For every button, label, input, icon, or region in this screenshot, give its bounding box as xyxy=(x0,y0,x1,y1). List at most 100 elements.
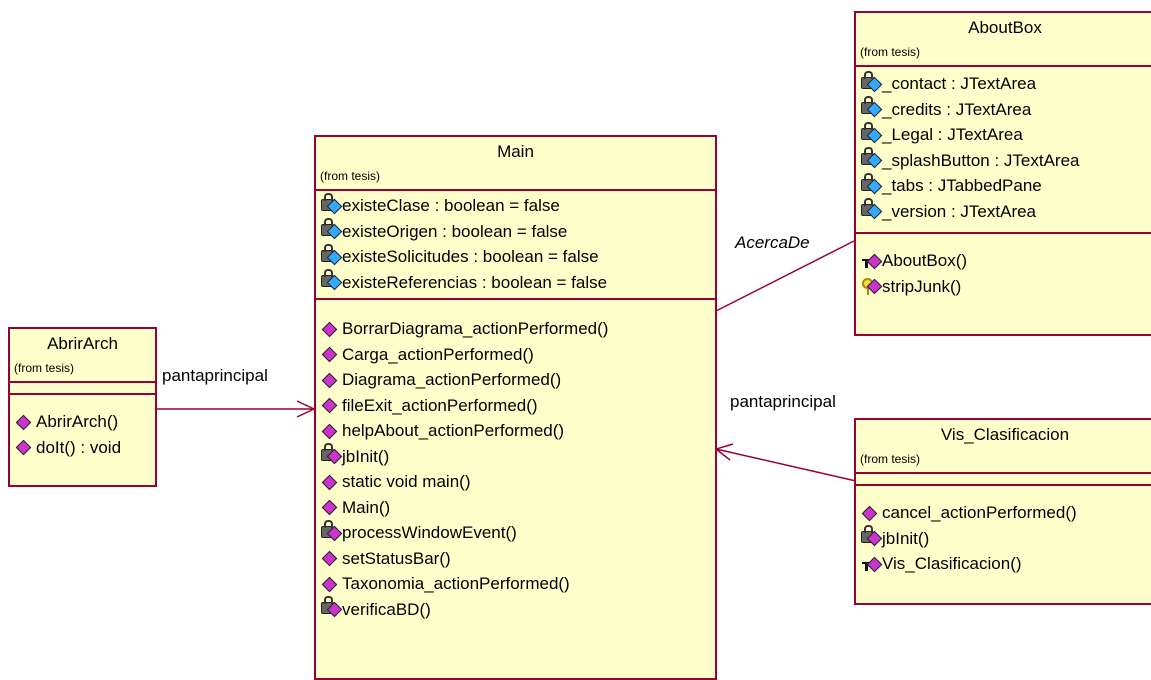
operation-text: fileExit_actionPerformed() xyxy=(342,395,538,415)
attribute-text: _splashButton : JTextArea xyxy=(882,150,1080,170)
attribute: _credits : JTextArea xyxy=(860,96,1151,123)
attribute: existeSolicitudes : boolean = false xyxy=(320,243,715,270)
attribute: _contact : JTextArea xyxy=(860,70,1151,97)
empty-attribute-compartment xyxy=(10,383,155,393)
class-name: Main xyxy=(497,142,534,161)
class-abrirarch[interactable]: AbrirArch (from tesis) AbrirArch() doIt(… xyxy=(8,327,157,487)
operation-text: jbInit() xyxy=(342,446,390,466)
operation: stripJunk() xyxy=(860,274,1151,300)
operation-compartment: BorrarDiagrama_actionPerformed() Carga_a… xyxy=(316,300,715,622)
public-operation-icon xyxy=(320,344,342,364)
attribute: _tabs : JTabbedPane xyxy=(860,172,1151,199)
operation: Taxonomia_actionPerformed() xyxy=(320,571,715,597)
operation: cancel_actionPerformed() xyxy=(860,500,1151,526)
operation: Vis_Clasificacion() xyxy=(860,551,1151,577)
attribute-text: _tabs : JTabbedPane xyxy=(882,176,1042,196)
operation-text: Taxonomia_actionPerformed() xyxy=(342,574,570,594)
operation: Main() xyxy=(320,495,715,521)
private-attribute-icon xyxy=(860,70,883,94)
operation-text: Carga_actionPerformed() xyxy=(342,344,534,364)
class-name: Vis_Clasificacion xyxy=(940,425,1070,444)
operation-text: doIt() : void xyxy=(36,437,122,457)
operation: jbInit() xyxy=(320,443,715,470)
operation: jbInit() xyxy=(860,525,1151,552)
operation-text: AbrirArch() xyxy=(36,412,119,432)
protected-operation-icon xyxy=(860,276,883,296)
operation: Carga_actionPerformed() xyxy=(320,342,715,368)
public-operation-icon xyxy=(860,503,882,523)
operation-text: stripJunk() xyxy=(882,276,962,296)
attribute-text: existeReferencias : boolean = false xyxy=(342,272,608,292)
attribute: _Legal : JTextArea xyxy=(860,121,1151,148)
public-operation-icon xyxy=(320,548,342,568)
operation-text: Diagrama_actionPerformed() xyxy=(342,370,562,390)
private-attribute-icon xyxy=(860,121,883,145)
class-name: AbrirArch xyxy=(47,334,118,353)
operation: AbrirArch() xyxy=(14,409,155,435)
operation: fileExit_actionPerformed() xyxy=(320,393,715,419)
class-main[interactable]: Main (from tesis) existeClase : boolean … xyxy=(314,135,717,680)
constructor-operation-icon xyxy=(860,251,883,271)
class-name: AboutBox xyxy=(968,18,1042,37)
class-divider xyxy=(316,298,715,300)
private-attribute-icon xyxy=(860,96,883,119)
association-main-aboutbox xyxy=(715,239,857,312)
private-attribute-icon xyxy=(320,243,343,267)
association-label-pantaprincipal-vis: pantaprincipal xyxy=(730,392,836,411)
public-operation-icon xyxy=(320,574,342,594)
operation-text: jbInit() xyxy=(882,528,930,548)
operation-text: AboutBox() xyxy=(882,251,968,271)
attribute-text: _version : JTextArea xyxy=(882,201,1037,221)
class-vis-clasificacion[interactable]: Vis_Clasificacion (from tesis) cancel_ac… xyxy=(854,418,1151,605)
class-package: (from tesis) xyxy=(860,45,920,59)
class-divider xyxy=(316,189,715,191)
constructor-operation-icon xyxy=(860,554,883,574)
attribute-text: existeClase : boolean = false xyxy=(342,196,560,216)
class-divider xyxy=(856,65,1151,67)
attribute: _splashButton : JTextArea xyxy=(860,147,1151,174)
public-operation-icon xyxy=(14,412,36,432)
attribute: existeReferencias : boolean = false xyxy=(320,269,715,296)
operation: BorrarDiagrama_actionPerformed() xyxy=(320,316,715,342)
class-package: (from tesis) xyxy=(860,452,920,466)
class-aboutbox[interactable]: AboutBox (from tesis) _contact : JTextAr… xyxy=(854,11,1151,336)
private-operation-icon xyxy=(320,519,343,543)
attribute-text: _credits : JTextArea xyxy=(882,99,1032,119)
private-attribute-icon xyxy=(320,218,343,241)
operation-compartment: AboutBox() stripJunk() xyxy=(856,234,1151,299)
class-package: (from tesis) xyxy=(320,169,380,183)
operation-compartment: cancel_actionPerformed() jbInit() Vis_Cl… xyxy=(856,486,1151,577)
operation-text: static void main() xyxy=(342,472,471,492)
private-attribute-icon xyxy=(320,269,343,292)
empty-attribute-compartment xyxy=(856,474,1151,484)
association-label-acercade: AcercaDe xyxy=(735,233,810,252)
operation-compartment: AbrirArch() doIt() : void xyxy=(10,395,155,460)
operation: setStatusBar() xyxy=(320,546,715,572)
attribute-text: existeOrigen : boolean = false xyxy=(342,221,568,241)
class-divider xyxy=(10,393,155,395)
public-operation-icon xyxy=(320,370,342,390)
operation-text: Main() xyxy=(342,497,391,517)
operation: AboutBox() xyxy=(860,248,1151,274)
public-operation-icon xyxy=(320,395,342,415)
operation: verificaBD() xyxy=(320,596,715,623)
attribute-compartment: _contact : JTextArea _credits : JTextAre… xyxy=(856,67,1151,232)
attribute: existeClase : boolean = false xyxy=(320,192,715,219)
public-operation-icon xyxy=(14,437,36,457)
operation: doIt() : void xyxy=(14,435,155,461)
operation-text: setStatusBar() xyxy=(342,548,451,568)
operation-text: verificaBD() xyxy=(342,599,431,619)
public-operation-icon xyxy=(320,472,342,492)
association-vis-main xyxy=(715,448,857,482)
class-divider xyxy=(10,381,155,383)
operation-text: cancel_actionPerformed() xyxy=(882,503,1077,523)
class-divider xyxy=(856,472,1151,474)
operation: helpAbout_actionPerformed() xyxy=(320,418,715,444)
class-package: (from tesis) xyxy=(14,361,74,375)
operation: processWindowEvent() xyxy=(320,519,715,546)
attribute: existeOrigen : boolean = false xyxy=(320,218,715,245)
private-attribute-icon xyxy=(860,172,883,196)
private-attribute-icon xyxy=(860,147,883,170)
attribute-text: existeSolicitudes : boolean = false xyxy=(342,247,599,267)
private-operation-icon xyxy=(320,443,343,466)
